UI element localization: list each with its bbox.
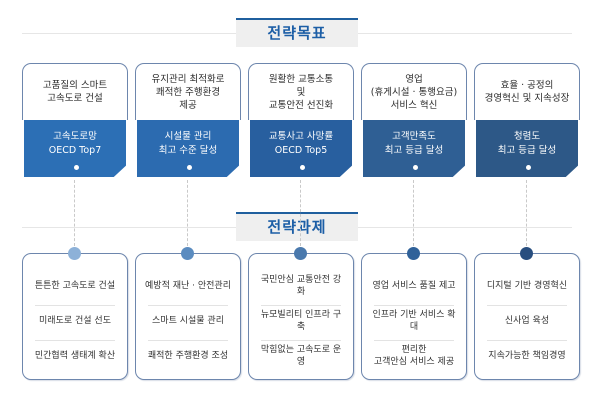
task-item: 영업 서비스 품질 제고 — [372, 281, 456, 291]
goal-target-text: 청렴도 최고 등급 달성 — [497, 130, 557, 156]
task-node-dot-icon — [407, 247, 420, 260]
task-item: 신사업 육성 — [504, 316, 550, 326]
goal-target-text: 고속도로망 OECD Top7 — [48, 130, 102, 156]
goal-vision-box: 효율 · 공정의 경영혁신 및 지속성장 — [474, 63, 580, 120]
goal-vision-text: 유지관리 최적화로 쾌적한 주행환경 제공 — [151, 73, 225, 111]
connector-dot-icon — [300, 165, 305, 170]
goal-target-box: 고속도로망 OECD Top7 — [24, 120, 126, 177]
tasks-section-title: 전략과제 — [236, 212, 358, 241]
task-separator — [261, 305, 341, 306]
task-separator — [148, 305, 228, 306]
task-item: 지속가능한 책임경영 — [488, 351, 566, 361]
dashed-connector-line — [74, 180, 75, 246]
task-separator — [261, 340, 341, 341]
goals-section-title: 전략목표 — [236, 18, 358, 47]
task-node-dot-icon — [520, 247, 533, 260]
task-item: 튼튼한 고속도로 건설 — [34, 281, 116, 291]
connector-dot-icon — [413, 165, 418, 170]
task-separator — [35, 340, 115, 341]
goal-vision-box: 원활한 교통소통 및 교통안전 선진화 — [248, 63, 354, 120]
task-node-dot-icon — [294, 247, 307, 260]
task-separator — [374, 305, 454, 306]
goal-target-box: 청렴도 최고 등급 달성 — [476, 120, 578, 177]
goal-target-box: 고객만족도 최고 등급 달성 — [363, 120, 465, 177]
task-item: 쾌적한 주행환경 조성 — [147, 351, 229, 361]
task-item: 인프라 기반 서비스 확대 — [372, 310, 456, 332]
task-separator — [487, 340, 567, 341]
dashed-connector-line — [187, 180, 188, 246]
task-item: 편리한 고객안심 서비스 제공 — [373, 345, 455, 367]
goal-vision-text: 고품질의 스마트 고속도로 건설 — [42, 80, 108, 104]
goal-vision-box: 고품질의 스마트 고속도로 건설 — [22, 63, 128, 120]
task-separator — [35, 305, 115, 306]
connector-dot-icon — [187, 165, 192, 170]
goal-vision-box: 영업 (휴게시설 · 통행요금) 서비스 혁신 — [361, 63, 467, 120]
dashed-connector-line — [526, 180, 527, 246]
task-item: 미래도로 건설 선도 — [39, 316, 111, 326]
task-node-dot-icon — [181, 247, 194, 260]
goal-target-box: 교통사고 사망률 OECD Top5 — [250, 120, 352, 177]
dashed-connector-line — [413, 180, 414, 246]
task-item: 국민안심 교통안전 강화 — [260, 275, 342, 297]
task-item: 디지털 기반 경영혁신 — [486, 281, 568, 291]
task-separator — [374, 340, 454, 341]
task-separator — [487, 305, 567, 306]
connector-dot-icon — [74, 165, 79, 170]
goal-target-text: 고객만족도 최고 등급 달성 — [384, 130, 444, 156]
task-node-dot-icon — [68, 247, 81, 260]
task-item: 스마트 시설물 관리 — [152, 316, 224, 326]
goal-vision-text: 원활한 교통소통 및 교통안전 선진화 — [268, 73, 334, 111]
goal-vision-text: 영업 (휴게시설 · 통행요금) 서비스 혁신 — [370, 73, 458, 111]
dashed-connector-line — [300, 180, 301, 246]
task-item: 민간협력 생태계 확산 — [34, 351, 116, 361]
task-separator — [148, 340, 228, 341]
goal-target-box: 시설물 관리 최고 수준 달성 — [137, 120, 239, 177]
goal-target-text: 교통사고 사망률 OECD Top5 — [268, 130, 334, 156]
task-item: 예방적 재난 · 안전관리 — [145, 281, 231, 291]
goal-target-text: 시설물 관리 최고 수준 달성 — [158, 130, 218, 156]
task-item: 뉴모빌리티 인프라 구축 — [260, 310, 342, 332]
task-item: 막힘없는 고속도로 운영 — [260, 345, 342, 367]
connector-dot-icon — [526, 165, 531, 170]
goal-vision-box: 유지관리 최적화로 쾌적한 주행환경 제공 — [135, 63, 241, 120]
goal-vision-text: 효율 · 공정의 경영혁신 및 지속성장 — [484, 80, 570, 104]
